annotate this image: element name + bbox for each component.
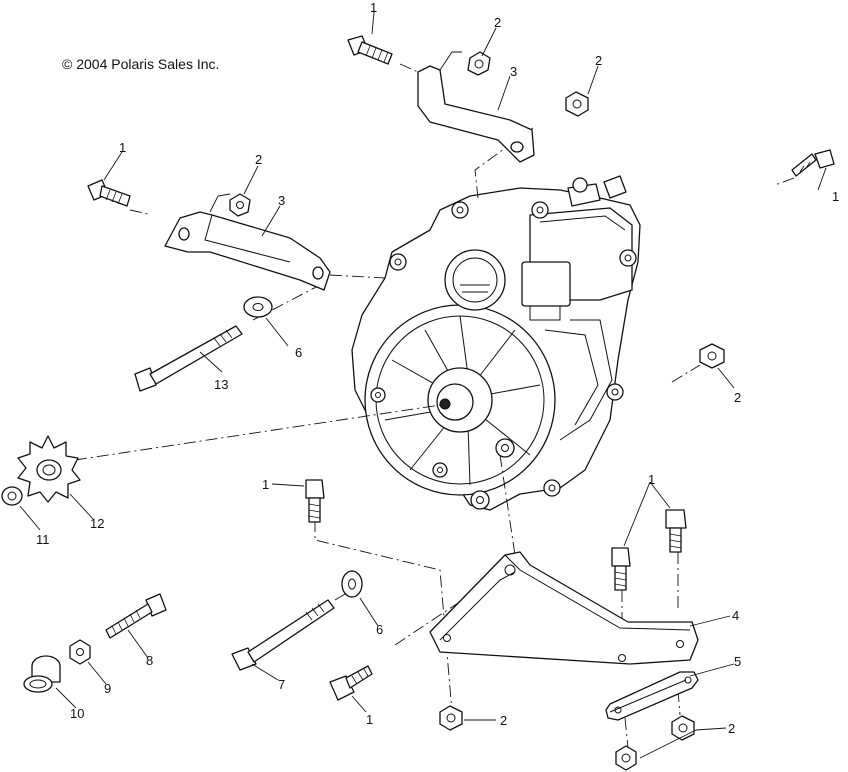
mounting-plate-4 [429, 551, 699, 665]
callout-5: 5 [734, 654, 741, 669]
copyright-text: © 2004 Polaris Sales Inc. [62, 56, 220, 72]
callout-2: 2 [255, 152, 262, 167]
callout-2: 2 [734, 390, 741, 405]
callout-2: 2 [500, 713, 507, 728]
long-bolt-7 [231, 599, 335, 671]
bolt-plate-right [665, 509, 687, 553]
bolt-left-upper [87, 179, 131, 207]
callout-2: 2 [494, 15, 501, 30]
callout-1: 1 [262, 477, 269, 492]
callout-2: 2 [595, 53, 602, 68]
callout-labels: 1 2 3 2 1 2 3 1 6 13 2 1 1 12 11 6 4 8 5… [36, 0, 839, 736]
callout-10: 10 [70, 706, 84, 721]
callout-1: 1 [832, 189, 839, 204]
nut-top [467, 51, 491, 76]
bolt-right-edge [791, 149, 835, 177]
callout-6: 6 [376, 622, 383, 637]
long-bolt-13 [134, 325, 243, 392]
alignment-lines [74, 63, 795, 749]
nut-bottom-center [439, 705, 463, 731]
lock-washer-11 [1, 486, 23, 506]
callout-3: 3 [510, 64, 517, 79]
callout-2: 2 [728, 721, 735, 736]
transmission-housing [351, 175, 641, 511]
nut-bottom-right-b [615, 745, 637, 771]
nut-bracket-left [229, 193, 251, 217]
callout-1: 1 [366, 712, 373, 727]
washer-upper [243, 296, 273, 318]
callout-9: 9 [104, 681, 111, 696]
left-bracket [164, 193, 331, 291]
bolt-bottom [329, 665, 373, 701]
bolt-middle [305, 479, 325, 523]
bolt-plate-left [611, 547, 631, 591]
strap-5 [605, 671, 699, 721]
callout-7: 7 [278, 677, 285, 692]
bolt-8 [105, 593, 167, 639]
callout-11: 11 [36, 532, 50, 547]
callout-4: 4 [732, 608, 739, 623]
leader-lines [19, 11, 827, 759]
upper-bracket [417, 51, 535, 163]
nut-9 [69, 639, 91, 665]
callout-13: 13 [214, 377, 228, 392]
bolt-top [347, 35, 393, 65]
nut-right [699, 343, 725, 369]
plug-10 [23, 655, 61, 693]
callout-12: 12 [90, 516, 104, 531]
callout-1: 1 [648, 472, 655, 487]
callout-1: 1 [370, 0, 377, 15]
callout-3: 3 [278, 193, 285, 208]
sprocket-12 [17, 435, 81, 503]
washer-lower [341, 570, 363, 598]
nut-top-right [565, 91, 589, 117]
callout-6: 6 [295, 345, 302, 360]
callout-1: 1 [119, 140, 126, 155]
callout-8: 8 [146, 653, 153, 668]
